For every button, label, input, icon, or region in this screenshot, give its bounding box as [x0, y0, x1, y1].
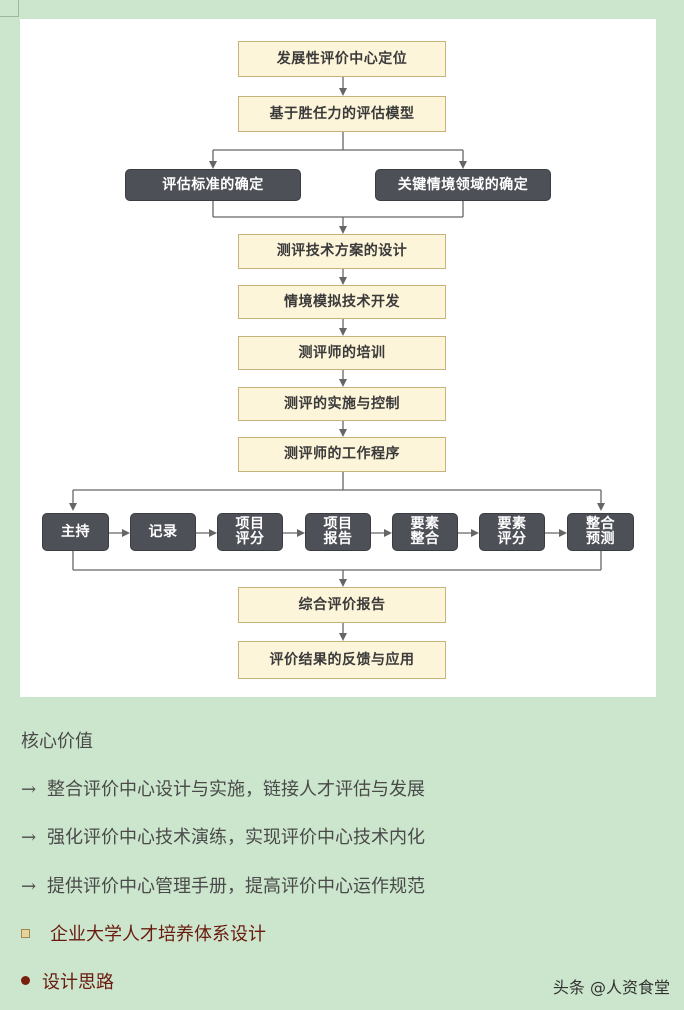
value-item-text: 提供评价中心管理手册，提高评价中心运作规范	[47, 876, 425, 897]
value-item-text: 整合评价中心设计与实施，链接人才评估与发展	[47, 779, 425, 800]
value-item-text: 强化评价中心技术演练，实现评价中心技术内化	[47, 827, 425, 848]
flow-box-assessor-training: 测评师的培训	[238, 336, 446, 370]
flow-box-assessor-procedure: 测评师的工作程序	[238, 437, 446, 472]
flow-step-host: 主持	[42, 513, 109, 551]
flowchart-figure: 发展性评价中心定位 基于胜任力的评估模型 评估标准的确定 关键情境领域的确定 测…	[20, 19, 656, 697]
flow-step-factor-score: 要素 评分	[479, 513, 545, 551]
page-corner-mark	[0, 0, 19, 17]
flow-box-simulation-dev: 情境模拟技术开发	[238, 285, 446, 319]
arrow-icon: →	[21, 827, 37, 848]
flow-step-integrated-forecast: 整合 预测	[567, 513, 634, 551]
flow-box-implementation: 测评的实施与控制	[238, 387, 446, 421]
round-bullet-icon	[21, 976, 30, 985]
flow-box-competency-model: 基于胜任力的评估模型	[238, 96, 446, 132]
value-item-3: → 提供评价中心管理手册，提高评价中心运作规范	[21, 872, 425, 898]
flow-box-feedback: 评价结果的反馈与应用	[238, 641, 446, 679]
flowchart-connectors	[69, 77, 605, 641]
flow-box-criteria: 评估标准的确定	[125, 169, 301, 201]
subsection-title: 设计思路	[42, 972, 114, 993]
watermark: 头条 @人资食堂	[552, 978, 670, 997]
flow-box-overall-report: 综合评价报告	[238, 587, 446, 623]
flow-step-factor-integrate: 要素 整合	[392, 513, 458, 551]
arrow-icon: →	[21, 779, 37, 800]
flow-step-item-report: 项目 报告	[305, 513, 371, 551]
flow-box-tech-design: 测评技术方案的设计	[238, 234, 446, 269]
flow-step-record: 记录	[130, 513, 196, 551]
flow-step-item-score: 项目 评分	[217, 513, 283, 551]
flow-box-situation-domain: 关键情境领域的确定	[375, 169, 551, 201]
square-bullet-icon	[21, 929, 30, 938]
flow-box-positioning: 发展性评价中心定位	[238, 41, 446, 77]
core-value-heading: 核心价值	[21, 731, 93, 752]
section-title: 企业大学人才培养体系设计	[50, 924, 266, 945]
arrow-icon: →	[21, 876, 37, 897]
value-item-2: → 强化评价中心技术演练，实现评价中心技术内化	[21, 823, 425, 849]
value-item-1: → 整合评价中心设计与实施，链接人才评估与发展	[21, 775, 425, 801]
